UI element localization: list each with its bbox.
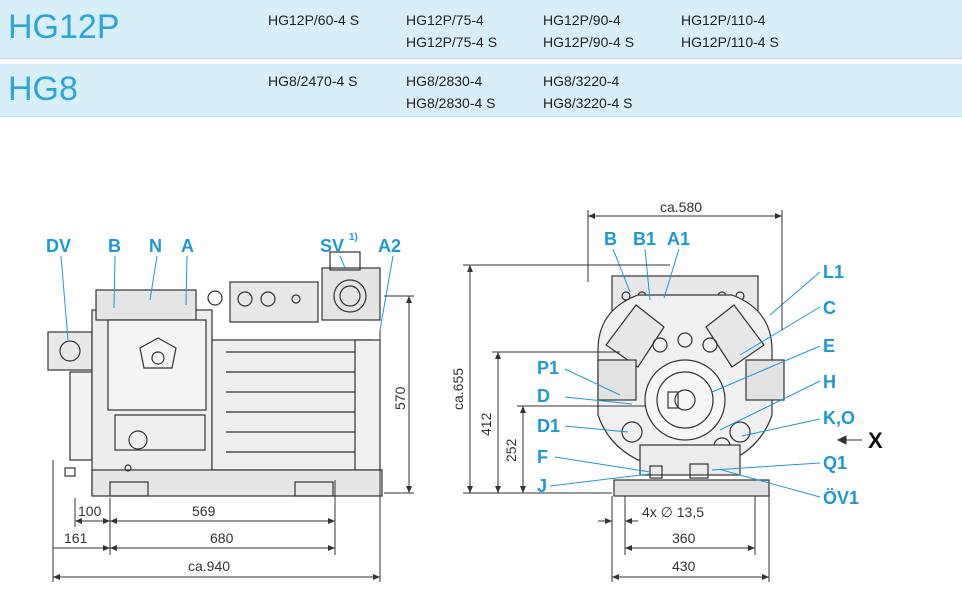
label-j: J [537, 476, 548, 496]
model-label: HG12P/75-4 S [406, 34, 498, 50]
label-b: B [108, 236, 121, 256]
dim-161: 161 [64, 530, 88, 546]
side-view-leaders [60, 255, 394, 341]
model-label: HG12P/110-4 [681, 12, 766, 28]
label-d: D [537, 386, 550, 406]
model-label: HG8/2470-4 S [268, 73, 358, 89]
side-view-compressor [47, 251, 383, 497]
front-view-compressor [597, 275, 785, 497]
dim-412: 412 [478, 412, 494, 436]
model-label: HG12P/90-4 S [543, 34, 635, 50]
label-n: N [149, 236, 162, 256]
label-f: F [537, 447, 548, 467]
dim-655: ca.655 [450, 367, 466, 410]
model-label: HG8/2830-4 S [406, 95, 496, 111]
model-label: HG12P/110-4 S [681, 34, 779, 50]
label-a2: A2 [378, 236, 402, 256]
label-k-o: K,O [823, 408, 856, 428]
dim-940: ca.940 [188, 558, 231, 574]
front-view-dimensions [463, 210, 862, 582]
label-dv: DV [46, 236, 72, 256]
dim-570: 570 [392, 386, 408, 410]
label-p1: P1 [537, 358, 560, 378]
dim-430: 430 [672, 558, 696, 574]
label-c: C [823, 298, 836, 318]
series-title-hg8: HG8 [8, 70, 78, 108]
label-view-x: X [868, 428, 883, 453]
model-label: HG12P/90-4 [543, 12, 621, 28]
dim-360: 360 [672, 530, 696, 546]
dim-569: 569 [192, 503, 216, 519]
label-l1: L1 [823, 262, 845, 282]
label-a: A [181, 236, 194, 256]
model-label: HG8/2830-4 [406, 73, 483, 89]
label-sv-footnote: 1) [349, 232, 358, 243]
front-view-leaders [549, 248, 821, 498]
dim-100: 100 [78, 503, 102, 519]
label-e: E [823, 336, 836, 356]
series-band-hg8 [0, 64, 962, 117]
model-label: HG12P/60-4 S [268, 12, 360, 28]
dim-580: ca.580 [660, 199, 703, 215]
label-sv: SV [320, 236, 345, 256]
model-label: HG12P/75-4 [406, 12, 484, 28]
label-q1: Q1 [823, 453, 848, 473]
model-label: HG8/3220-4 S [543, 95, 633, 111]
dim-680: 680 [210, 530, 234, 546]
series-band-hg12p [0, 0, 962, 59]
label-ov1: ÖV1 [823, 488, 860, 508]
model-label: HG8/3220-4 [543, 73, 620, 89]
dim-holes: 4x ∅ 13,5 [642, 504, 705, 520]
label-d1: D1 [537, 416, 561, 436]
label-h: H [823, 372, 836, 392]
dim-252: 252 [503, 438, 519, 462]
series-title-hg12p: HG12P [8, 8, 120, 46]
label-a1: A1 [667, 229, 691, 249]
label-b: B [604, 229, 617, 249]
label-b1: B1 [633, 229, 657, 249]
side-view-dimensions [52, 295, 414, 582]
